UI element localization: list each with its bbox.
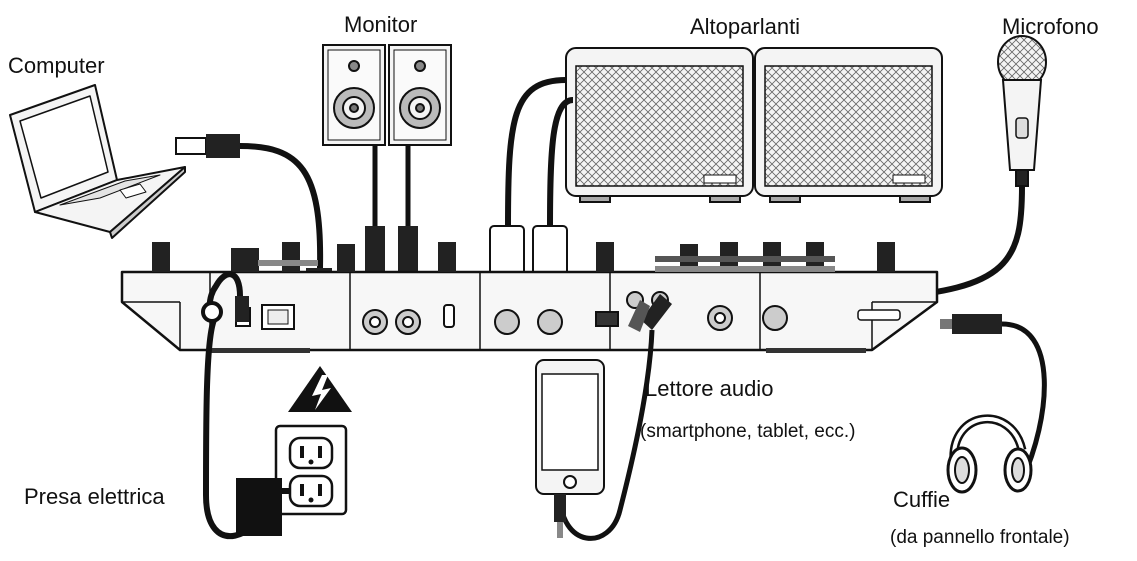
label-headphones-sub: (da pannello frontale)	[890, 527, 1070, 548]
label-microphone: Microfono	[1002, 14, 1099, 39]
speaker-cables	[505, 77, 574, 229]
mixer-top-knobs	[152, 242, 895, 272]
label-headphones: Cuffie	[893, 487, 951, 512]
monitor-cables	[372, 145, 411, 228]
monitor-speaker-left-icon	[322, 44, 386, 146]
label-audio-player-sub: (smartphone, tablet, ecc.)	[640, 421, 856, 442]
label-computer: Computer	[8, 53, 105, 78]
laptop-icon	[9, 84, 186, 239]
main-speaker-left-icon	[565, 47, 754, 203]
audio-player-cable	[554, 294, 672, 541]
microphone-icon	[997, 35, 1047, 187]
mixer-body	[120, 270, 939, 353]
main-speaker-right-icon	[754, 47, 943, 203]
headphones-icon	[946, 414, 1033, 494]
warning-triangle-icon	[288, 366, 352, 412]
label-speakers: Altoparlanti	[690, 14, 801, 39]
label-monitor: Monitor	[344, 12, 418, 37]
label-audio-player: Lettore audio	[645, 376, 774, 401]
headphone-cable	[940, 314, 1047, 482]
label-power-outlet: Presa elettrica	[24, 484, 165, 509]
mixer-rear-jacks	[235, 291, 901, 335]
power-adapter-icon	[236, 478, 290, 536]
monitor-speaker-right-icon	[388, 44, 452, 146]
power-cable	[201, 271, 279, 540]
power-outlet-icon	[274, 424, 348, 516]
smartphone-icon	[535, 359, 605, 495]
